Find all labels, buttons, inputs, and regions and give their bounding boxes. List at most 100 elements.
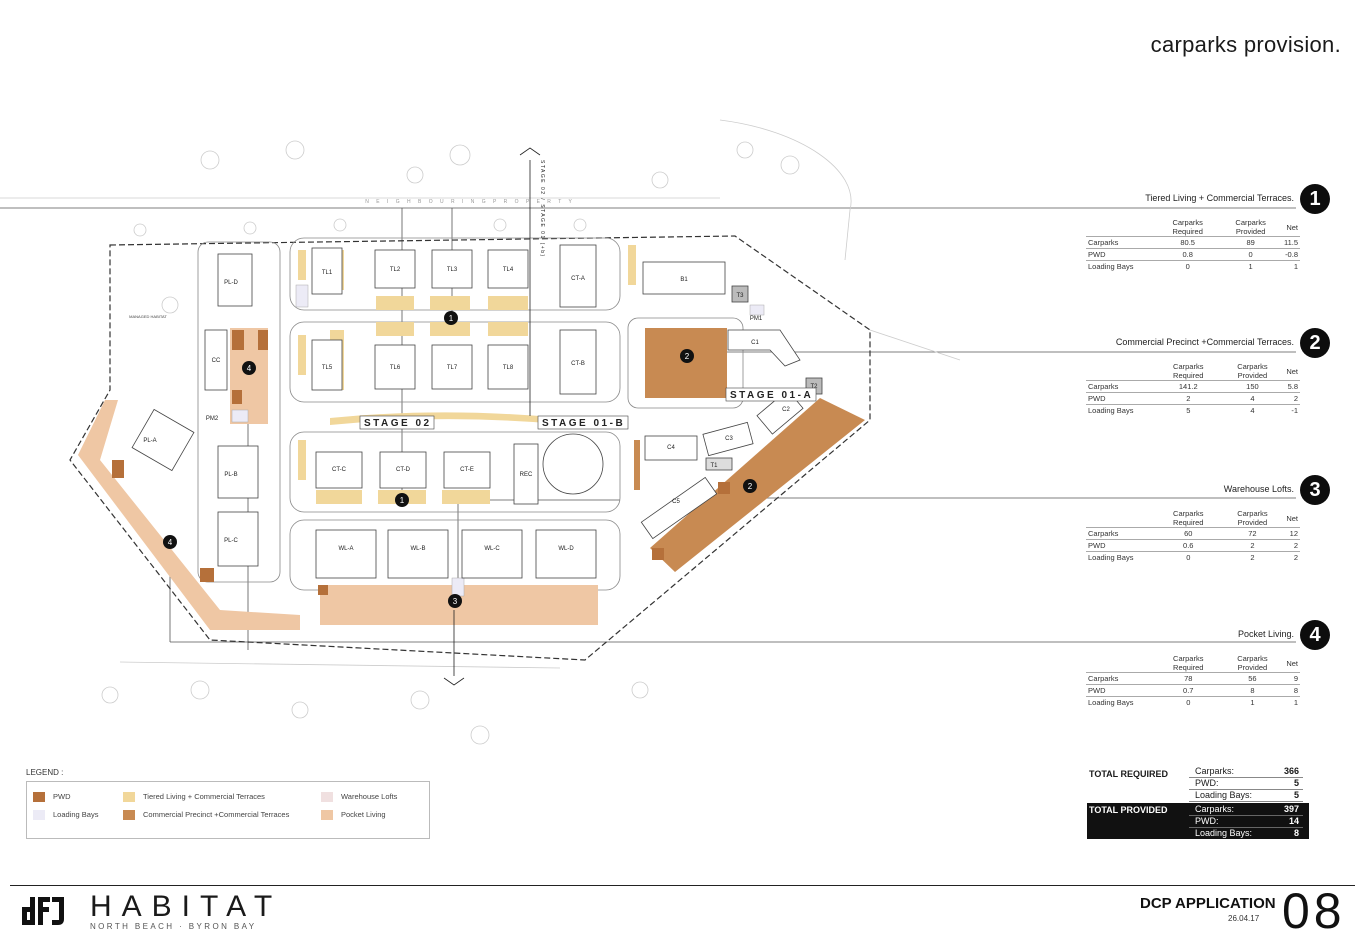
section-title: Tiered Living + Commercial Terraces. (1145, 193, 1294, 203)
habitat-label: MANAGED HABITAT (129, 314, 167, 319)
page-title: carparks provision. (1150, 32, 1341, 57)
total-required-values: Carparks:366 PWD:5 Loading Bays:5 (1189, 766, 1303, 802)
legend-title: LEGEND : (26, 768, 64, 777)
legend-swatch (321, 792, 333, 803)
legend-item: Pocket Living (321, 810, 386, 821)
page-number: 08 (1282, 883, 1346, 939)
building-label: CC (212, 358, 221, 364)
building-label: WL-C (484, 546, 500, 552)
building-label: WL-A (339, 546, 354, 552)
plan-markers: 1 1 2 2 3 4 4 (163, 311, 757, 608)
section-title: Warehouse Lofts. (1223, 484, 1294, 494)
total-row: PWD:14 (1189, 816, 1303, 828)
total-row: Carparks:366 (1189, 766, 1303, 778)
footer-divider (10, 885, 1355, 886)
section-title: Commercial Precinct +Commercial Terraces… (1115, 337, 1294, 347)
building-label: C3 (725, 436, 733, 442)
building-label: T3 (736, 293, 744, 299)
building-label: TL7 (447, 365, 458, 371)
building-label: C1 (751, 340, 759, 346)
marker-label: 4 (247, 364, 252, 373)
building-label: CT-A (571, 276, 585, 282)
site-plan: TL1 TL2 TL3 TL4 TL5 TL6 TL7 TL8 CT-A CT-… (0, 119, 1296, 745)
stage-label: STAGE 01-B (542, 418, 625, 429)
stage-labels: STAGE 02 STAGE 01-B STAGE 01-A (359, 387, 817, 430)
application-label: DCP APPLICATION (1140, 895, 1276, 912)
legend-swatch (123, 792, 135, 803)
building-label: C4 (667, 445, 675, 451)
total-provided-label: TOTAL PROVIDED (1089, 805, 1168, 815)
legend-box: PWD Loading Bays Tiered Living + Commerc… (26, 781, 430, 839)
legend-swatch (33, 810, 45, 821)
brand-subtitle: NORTH BEACH · BYRON BAY (90, 922, 257, 931)
building-label: B1 (680, 277, 688, 283)
legend-item: Tiered Living + Commercial Terraces (123, 792, 265, 803)
building-label: TL5 (322, 365, 333, 371)
building-label: CT-D (396, 467, 411, 473)
building-label: PM2 (206, 416, 219, 422)
total-row: Carparks:397 (1189, 804, 1303, 816)
building-label: WL-D (558, 546, 574, 552)
stage-label: STAGE 01-A (730, 390, 813, 401)
building-label: TL8 (503, 365, 514, 371)
building-label: WL-B (411, 546, 426, 552)
buildings (131, 244, 823, 579)
stage-divider (443, 147, 541, 686)
building-label: T1 (710, 463, 718, 469)
building-label: TL3 (447, 267, 458, 273)
building-label: C5 (672, 499, 680, 505)
legend-swatch (123, 810, 135, 821)
building-label: TL2 (390, 267, 401, 273)
building-labels: TL1 TL2 TL3 TL4 TL5 TL6 TL7 TL8 CT-A CT-… (143, 267, 818, 552)
building-label: PL-A (143, 438, 156, 444)
legend-item: PWD (33, 792, 71, 803)
marker-label: 1 (400, 496, 405, 505)
marker-label: 2 (685, 352, 690, 361)
marker-label: 2 (748, 482, 753, 491)
building-label: PL-C (224, 538, 238, 544)
marker-label: 3 (453, 597, 458, 606)
site-boundary (69, 235, 871, 661)
section-title: Pocket Living. (1237, 629, 1294, 639)
building-label: PM1 (750, 316, 763, 322)
building-label: TL6 (390, 365, 401, 371)
legend-item: Warehouse Lofts (321, 792, 397, 803)
application-date: 26.04.17 (1228, 914, 1260, 923)
trees (101, 140, 800, 745)
total-required-label: TOTAL REQUIRED (1089, 769, 1169, 779)
legend-swatch (321, 810, 333, 821)
legend-item: Loading Bays (33, 810, 98, 821)
building-label: CT-B (571, 361, 585, 367)
loading-bays (231, 284, 765, 597)
building-label: TL4 (503, 267, 514, 273)
marker-label: 4 (168, 538, 173, 547)
building-label: REC (520, 472, 533, 478)
section-number: 3 (1300, 475, 1330, 505)
building-label: CT-C (332, 467, 347, 473)
building-label: CT-E (460, 467, 474, 473)
dfj-logo-icon (22, 897, 64, 925)
pwd-bays (112, 330, 730, 595)
commercial-precinct-parking (634, 328, 865, 572)
section-1: Tiered Living + Commercial Terraces. 1 C… (1086, 184, 1330, 274)
section-number: 2 (1300, 328, 1330, 358)
legend: LEGEND : PWD Loading Bays Tiered Living … (26, 768, 430, 839)
building-label: T2 (810, 384, 818, 390)
road-label: N E I G H B O U R I N G P R O P E R T Y (365, 199, 575, 205)
legend-swatch (33, 792, 45, 803)
total-row: Loading Bays:5 (1189, 790, 1303, 802)
